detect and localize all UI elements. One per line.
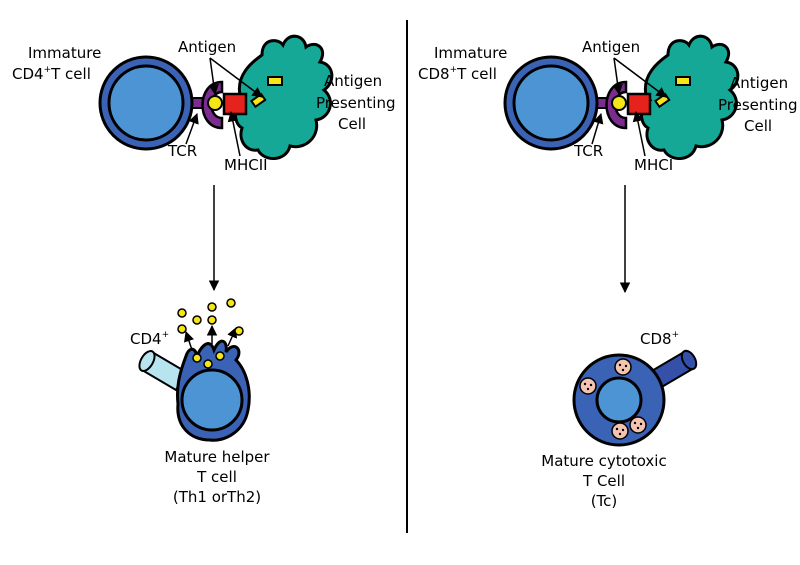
mhc-label: MHCII bbox=[224, 156, 268, 174]
antigen-label: Antigen bbox=[178, 38, 236, 56]
antigen-presenting-cell-left bbox=[234, 34, 334, 160]
antigen-in-apc bbox=[675, 76, 691, 86]
tcr-label: TCR bbox=[167, 142, 197, 160]
immature-label-line1: Immature bbox=[28, 44, 101, 62]
cytokine-dot bbox=[203, 359, 213, 369]
right-panel: Immature CD8+T cell Antigen Antigen Pres… bbox=[418, 34, 797, 510]
immature-label-line2: CD4+T cell bbox=[12, 65, 91, 83]
mhc-label: MHCI bbox=[634, 156, 673, 174]
cytokine-dot bbox=[177, 324, 187, 334]
mhcii-receptor bbox=[222, 92, 248, 116]
apc-label-line2: Presenting bbox=[718, 96, 797, 114]
mature-cytotoxic-label-line1: Mature cytotoxic bbox=[541, 452, 666, 470]
tcr-pointer bbox=[185, 113, 199, 145]
cytokine-dot bbox=[207, 315, 217, 325]
granule bbox=[614, 358, 632, 376]
cd8-label: CD8+ bbox=[640, 330, 679, 348]
tcr-pointer bbox=[591, 112, 604, 145]
secretion-arrow bbox=[184, 331, 194, 351]
cytokine-dot bbox=[177, 308, 187, 318]
cytotoxic-granules bbox=[579, 358, 647, 440]
immature-t-cell-nucleus bbox=[512, 64, 590, 142]
mature-helper-label-line1: Mature helper bbox=[164, 448, 270, 466]
immature-t-cell-nucleus bbox=[107, 64, 185, 142]
granule bbox=[611, 422, 629, 440]
granule bbox=[629, 416, 647, 434]
granule bbox=[579, 377, 597, 395]
bound-antigen bbox=[611, 95, 627, 111]
apc-label-line3: Cell bbox=[744, 117, 772, 135]
tcr-label: TCR bbox=[573, 142, 603, 160]
mhc-pointer bbox=[632, 110, 646, 157]
cytokine-dot bbox=[226, 298, 236, 308]
cytokine-dot bbox=[192, 315, 202, 325]
mature-cytotoxic-label-line2: T Cell bbox=[582, 472, 625, 490]
antigen-in-apc bbox=[267, 76, 283, 86]
cytokine-dot bbox=[234, 326, 244, 336]
cd4-marker bbox=[138, 350, 188, 392]
immature-label-line2: CD8+T cell bbox=[418, 65, 497, 83]
cytokines bbox=[177, 298, 244, 369]
cytokine-dot bbox=[192, 353, 202, 363]
antigen-pointer bbox=[209, 57, 263, 98]
immature-label-line1: Immature bbox=[434, 44, 507, 62]
mhc-pointer bbox=[227, 110, 241, 157]
apc-label-line1: Antigen bbox=[730, 74, 788, 92]
cd8-marker bbox=[648, 349, 698, 390]
mature-helper-nucleus bbox=[180, 368, 244, 432]
antigen-pointer bbox=[208, 57, 219, 96]
cd4-label: CD4+ bbox=[130, 330, 169, 348]
mature-helper-label-line3: (Th1 orTh2) bbox=[173, 488, 261, 506]
apc-label-line3: Cell bbox=[338, 115, 366, 133]
mhci-receptor bbox=[626, 92, 652, 116]
antigen-pointer bbox=[613, 57, 667, 98]
apc-label-line2: Presenting bbox=[316, 94, 395, 112]
apc-label-line1: Antigen bbox=[324, 72, 382, 90]
antigen-presenting-cell-right bbox=[640, 34, 740, 160]
mature-cytotoxic-nucleus bbox=[595, 376, 643, 424]
mature-helper-label-line2: T cell bbox=[196, 468, 237, 486]
antigen-pointer bbox=[612, 57, 623, 96]
mature-cytotoxic-label-line3: (Tc) bbox=[591, 492, 618, 510]
cytokine-dot bbox=[215, 351, 225, 361]
bound-antigen bbox=[207, 95, 223, 111]
cytokine-dot bbox=[207, 302, 217, 312]
left-panel: Immature CD4+T cell Antigen Antigen Pres… bbox=[12, 34, 395, 506]
antigen-label: Antigen bbox=[582, 38, 640, 56]
